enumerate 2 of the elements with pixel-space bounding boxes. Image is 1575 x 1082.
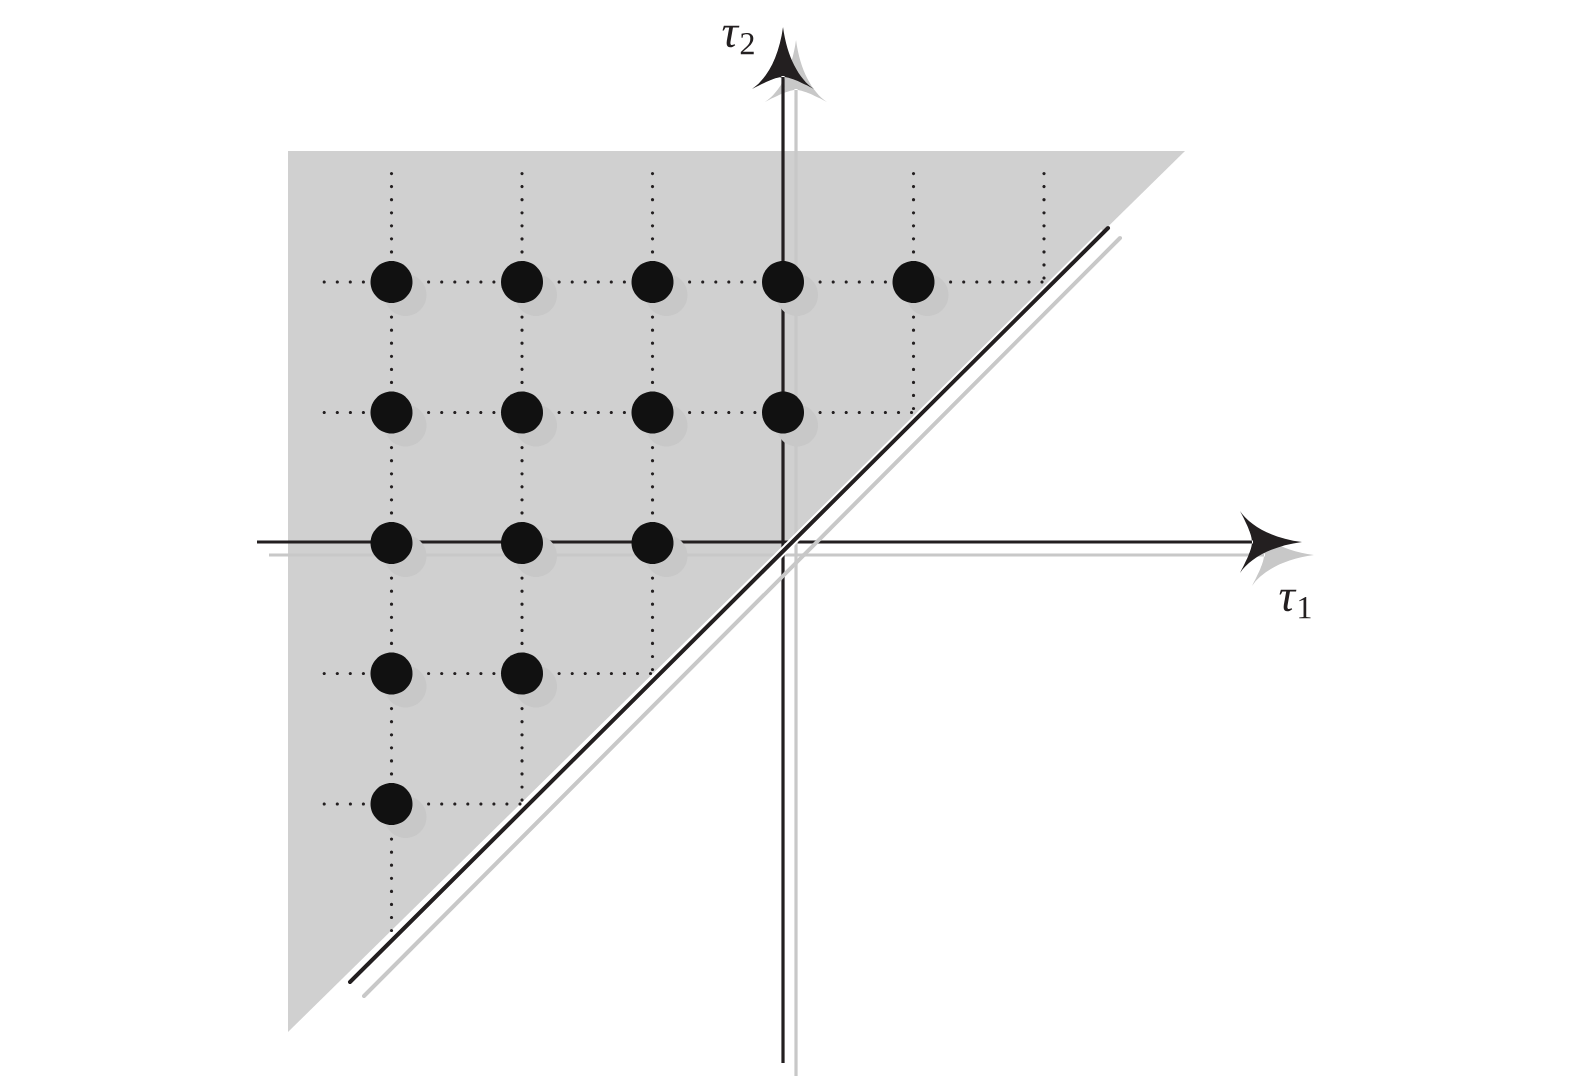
axis-label: τ$_{2}$: [722, 25, 754, 55]
axis-label: τ$_{1}$: [1279, 589, 1311, 619]
